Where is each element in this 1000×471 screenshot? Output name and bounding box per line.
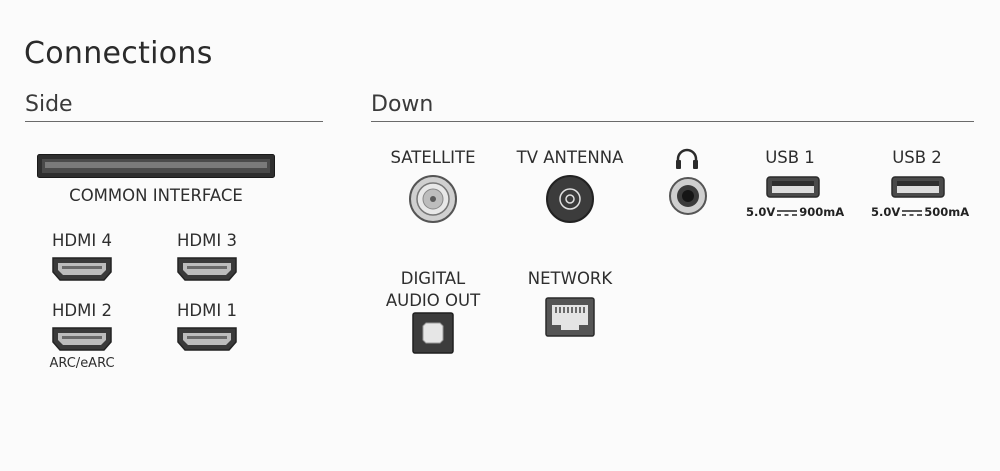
network-label: NETWORK — [527, 269, 613, 288]
hdmi-3-label: HDMI 3 — [177, 231, 237, 250]
usb-2-spec: 5.0V 500mA — [871, 205, 969, 219]
down-divider — [371, 121, 974, 122]
page-title: Connections — [24, 36, 213, 71]
usb-port-icon — [766, 176, 820, 198]
usb-1-current: 900mA — [799, 205, 845, 219]
hdmi-port-icon — [176, 256, 238, 282]
headphone-jack-icon — [668, 176, 708, 216]
dc-symbol-icon — [902, 209, 923, 216]
usb-2-voltage: 5.0V — [871, 205, 901, 219]
ethernet-port-icon — [545, 297, 595, 337]
digital-audio-label-line2: AUDIO OUT — [385, 291, 481, 310]
hdmi-2-label: HDMI 2 — [52, 301, 112, 320]
usb-1-spec: 5.0V 900mA — [746, 205, 844, 219]
usb-1-voltage: 5.0V — [746, 205, 776, 219]
usb-2-label: USB 2 — [892, 148, 942, 167]
hdmi-port-icon — [51, 256, 113, 282]
digital-audio-label-line1: DIGITAL — [400, 269, 466, 288]
satellite-label: SATELLITE — [390, 148, 476, 167]
tv-antenna-label: TV ANTENNA — [516, 148, 624, 167]
usb-2-current: 500mA — [924, 205, 970, 219]
hdmi-port-icon — [51, 326, 113, 352]
usb-1-label: USB 1 — [765, 148, 815, 167]
common-interface-label: COMMON INTERFACE — [69, 186, 243, 205]
common-interface-slot-icon — [37, 154, 275, 178]
down-heading: Down — [371, 92, 434, 117]
side-divider — [25, 121, 323, 122]
hdmi-4-label: HDMI 4 — [52, 231, 112, 250]
satellite-connector-icon — [408, 174, 458, 224]
usb-port-icon — [891, 176, 945, 198]
hdmi-2-arc-note: ARC/eARC — [49, 356, 115, 371]
hdmi-1-label: HDMI 1 — [177, 301, 237, 320]
optical-audio-port-icon — [412, 312, 454, 354]
dc-symbol-icon — [777, 209, 798, 216]
tv-antenna-connector-icon — [545, 174, 595, 224]
side-heading: Side — [25, 92, 73, 117]
headphone-icon — [675, 148, 699, 170]
hdmi-port-icon — [176, 326, 238, 352]
